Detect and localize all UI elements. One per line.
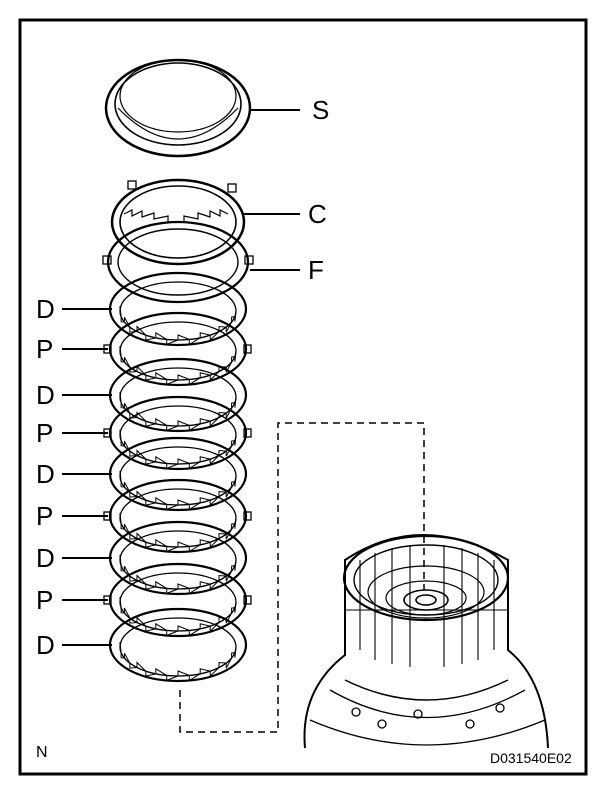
- clutch-plate: [103, 562, 252, 638]
- label-stack-3: D: [36, 380, 55, 410]
- clutch-plate: [103, 395, 252, 471]
- label-stack-7: D: [36, 543, 55, 573]
- connector-dashes: [179, 422, 425, 733]
- clutch-disc: [108, 520, 248, 596]
- label-stack-1: D: [36, 294, 55, 324]
- clutch-disc: [108, 607, 248, 683]
- label-stack-8: P: [36, 585, 53, 615]
- figure-code: D031540E02: [490, 750, 572, 766]
- clutch-drum: [303, 534, 549, 749]
- snap-ring-S: [104, 58, 252, 158]
- clutch-plate: [103, 478, 252, 554]
- label-stack-6: P: [36, 501, 53, 531]
- label-S: S: [312, 95, 329, 125]
- disc-plate-stack: [103, 271, 252, 683]
- label-C: C: [308, 199, 327, 229]
- clutch-disc: [108, 357, 248, 433]
- label-stack-4: P: [36, 418, 53, 448]
- label-stack-9: D: [36, 630, 55, 660]
- diagram-border: [18, 18, 588, 776]
- corner-mark: N: [36, 744, 48, 761]
- plate-F: [102, 220, 254, 304]
- label-stack-2: P: [36, 334, 53, 364]
- label-F: F: [308, 255, 324, 285]
- label-stack-5: D: [36, 459, 55, 489]
- clutch-disc: [108, 436, 248, 512]
- leader-lines: [62, 109, 300, 646]
